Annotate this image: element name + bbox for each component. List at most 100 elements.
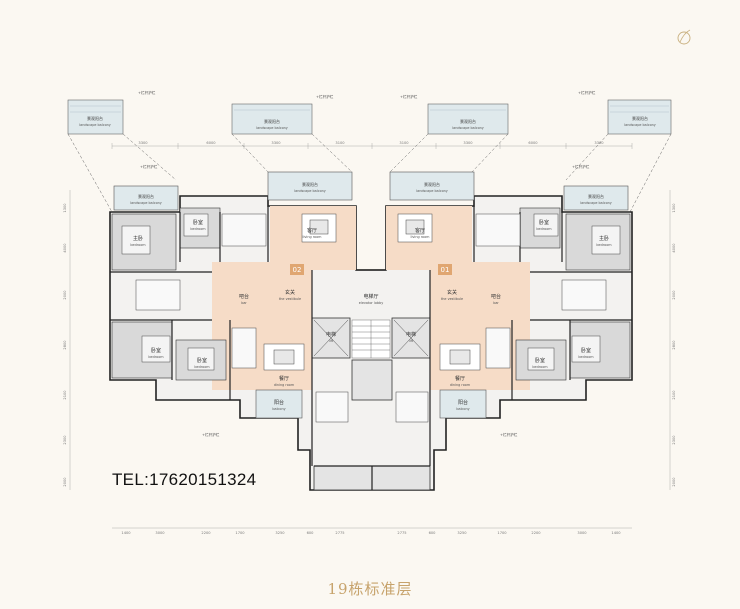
- leader-lines: [67, 133, 672, 213]
- railing-note-5: +栏杆护栏: [140, 164, 158, 169]
- dim-left-3: 2000: [63, 290, 67, 300]
- dim-right-5: 2100: [672, 390, 676, 400]
- detail-balconies: [67, 99, 672, 135]
- stair: [351, 319, 391, 359]
- logo-mark: [677, 29, 691, 45]
- detail-balcony-label-2: 景观阳台: [264, 118, 280, 124]
- dim-right-4: 2800: [672, 340, 676, 350]
- dim-top-6: 3300: [463, 141, 473, 145]
- bedroom-label-02b: 卧室: [151, 347, 161, 354]
- bar-sub-02: bar: [241, 301, 247, 305]
- dim-left-2: 4000: [63, 243, 67, 253]
- railing-note-4: +栏杆护栏: [578, 90, 596, 95]
- dimension-ticks: [111, 143, 633, 149]
- lift-sub-r: lift: [409, 339, 414, 343]
- bedroom-sub-01b: bedroom: [578, 355, 594, 359]
- foyer-label-02: 玄关: [285, 289, 295, 296]
- bar-label-02: 吧台: [239, 293, 249, 300]
- dim-left-4: 2800: [63, 340, 67, 350]
- bar-sub-01: bar: [493, 301, 499, 305]
- bathrooms: [135, 213, 607, 423]
- unit-badge-01-bg: [438, 264, 452, 275]
- dim-bottom-12: 2200: [531, 531, 541, 535]
- master-bedroom-sub-02: bedroom: [130, 243, 146, 247]
- detail-balcony-sub-1: landscape balcony: [79, 123, 111, 127]
- dim-top-7: 6000: [528, 141, 538, 145]
- dim-bottom-9: 600: [429, 531, 437, 535]
- dim-right-6: 2300: [672, 435, 676, 445]
- balcony2-label-r: 阳台: [458, 399, 468, 406]
- bedroom-label-01b: 卧室: [581, 347, 591, 354]
- living-sub-01: living room: [411, 235, 431, 239]
- plan-caption: 19栋标准层: [327, 580, 413, 598]
- dim-top-4: 3100: [335, 141, 345, 145]
- living-label-01: 客厅: [415, 227, 425, 234]
- detail-balcony-label-4: 景观阳台: [632, 115, 648, 121]
- dim-right-1: 1300: [672, 203, 676, 213]
- bedroom-sub-01c: bedroom: [532, 365, 548, 369]
- dim-bottom-1: 1400: [121, 531, 131, 535]
- bedroom-label-01c: 卧室: [535, 357, 545, 364]
- lift-sub-l: lift: [329, 339, 334, 343]
- bedroom-label-01a: 卧室: [539, 219, 549, 226]
- dim-bottom-3: 2200: [201, 531, 211, 535]
- dim-top-5: 3100: [399, 141, 409, 145]
- dim-bottom-10: 3250: [457, 531, 467, 535]
- dim-bottom-7: 2775: [335, 531, 344, 535]
- foyer-sub-01: the vestibule: [441, 297, 463, 301]
- living-sub-02: living room: [303, 235, 323, 239]
- balcony2-sub-r: balcony: [456, 407, 469, 411]
- bar-label-01: 吧台: [491, 293, 501, 300]
- dim-top-1: 3300: [138, 141, 148, 145]
- dim-bottom-2: 3000: [155, 531, 165, 535]
- furniture: [121, 213, 621, 371]
- dining-sub-02: dining room: [274, 383, 295, 387]
- balcony-label-r2: 景观阳台: [424, 181, 440, 187]
- unit-badge-02: 02: [293, 266, 302, 274]
- balcony-label-l1: 景观阳台: [138, 193, 154, 199]
- dim-bottom-5: 3250: [275, 531, 285, 535]
- railing-note-2: +栏杆护栏: [316, 94, 334, 99]
- living-label-02: 客厅: [307, 227, 317, 234]
- detail-balcony-sub-4: landscape balcony: [624, 123, 656, 127]
- dim-top-3: 3300: [271, 141, 281, 145]
- dim-left-1: 1300: [63, 203, 67, 213]
- balcony2-label-l: 阳台: [274, 399, 284, 406]
- dining-sub-01: dining room: [450, 383, 471, 387]
- dim-bottom-6: 600: [307, 531, 315, 535]
- unit-badge-01: 01: [441, 266, 450, 274]
- dim-left-6: 2300: [63, 435, 67, 445]
- bedroom-sub-02c: bedroom: [194, 365, 210, 369]
- lift-label-r: 电梯: [406, 331, 416, 338]
- foyer-label-01: 玄关: [447, 289, 457, 296]
- dim-bottom-11: 1700: [497, 531, 507, 535]
- detail-balcony-sub-2: landscape balcony: [256, 126, 288, 130]
- dim-left-5: 2100: [63, 390, 67, 400]
- bedroom-sub-02a: bedroom: [190, 227, 206, 231]
- dim-bottom-4: 1700: [235, 531, 245, 535]
- unit-badge-02-bg: [290, 264, 304, 275]
- balcony2-sub-l: balcony: [272, 407, 285, 411]
- dining-label-02: 餐厅: [279, 375, 289, 382]
- balcony-sub-r1: landscape balcony: [580, 201, 612, 205]
- master-bedroom-sub-01: bedroom: [596, 243, 612, 247]
- balcony-sub-r2: landscape balcony: [416, 189, 448, 193]
- balcony-label-l2: 景观阳台: [302, 181, 318, 187]
- dim-bottom-14: 1400: [611, 531, 621, 535]
- railing-note-3: +栏杆护栏: [400, 94, 418, 99]
- lift-label-l: 电梯: [326, 331, 336, 338]
- balcony-label-r1: 景观阳台: [588, 193, 604, 199]
- railing-note-7: +栏杆护栏: [202, 432, 220, 437]
- contact-phone: TEL:17620151324: [112, 470, 257, 489]
- dining-label-01: 餐厅: [455, 375, 465, 382]
- detail-balcony-sub-3: landscape balcony: [452, 126, 484, 130]
- bedroom-sub-02b: bedroom: [148, 355, 164, 359]
- dim-bottom-8: 2775: [397, 531, 406, 535]
- plan-balconies: [113, 171, 629, 419]
- lobby-sub: elevator lobby: [359, 301, 383, 305]
- bedroom-sub-01a: bedroom: [536, 227, 552, 231]
- balcony-sub-l1: landscape balcony: [130, 201, 162, 205]
- lobby-label: 电梯厅: [363, 293, 378, 300]
